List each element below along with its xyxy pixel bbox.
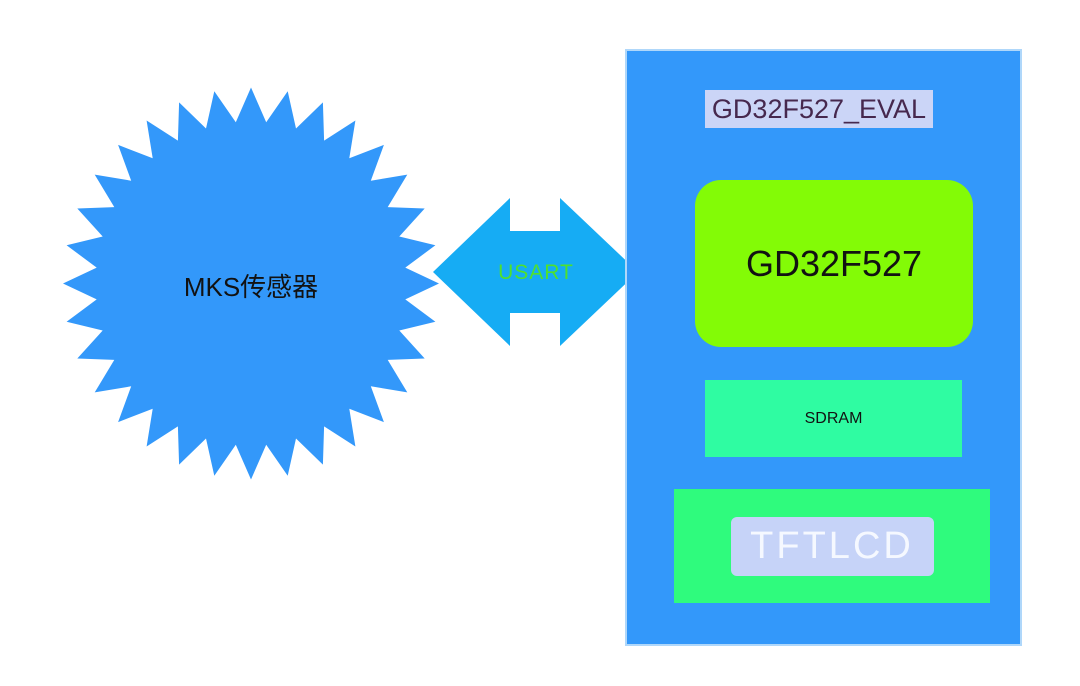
sdram-label: SDRAM [804,409,863,427]
board-title: GD32F527_EVAL [705,90,933,128]
tftlcd-label: TFTLCD [730,516,934,576]
double-arrow-icon [433,198,638,346]
mcu-label: GD32F527 [745,242,923,284]
sdram-box: SDRAM [705,380,962,457]
usart-link: USART [430,195,642,351]
sensor-label: MKS传感器 [183,272,319,302]
sensor-node: MKS传感器 [62,87,440,480]
tftlcd-box: TFTLCD [674,489,990,603]
starburst-shape [63,87,439,480]
board-panel: GD32F527_EVAL GD32F527 SDRAM TFTLCD [625,49,1022,646]
usart-label: USART [498,261,574,284]
mcu-box: GD32F527 [695,180,973,347]
